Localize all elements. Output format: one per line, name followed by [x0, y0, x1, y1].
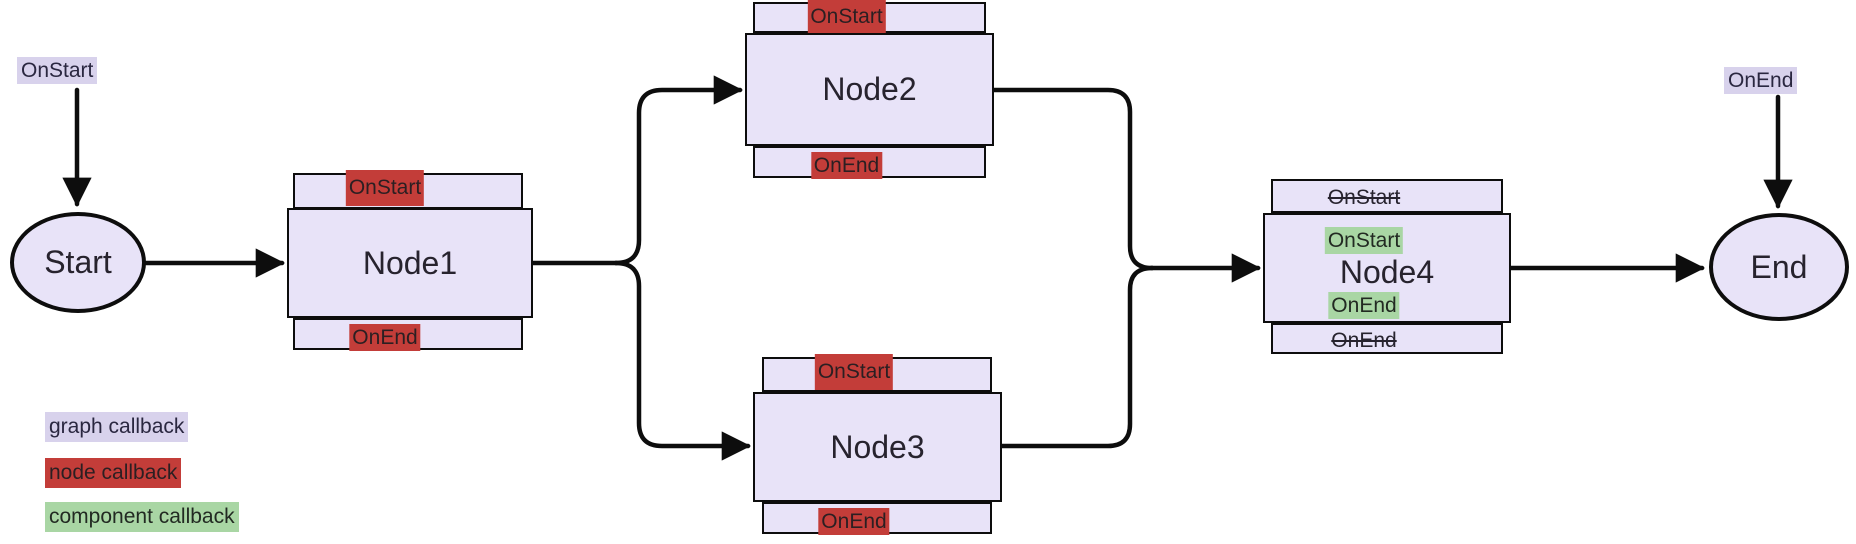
node3-label: Node3 — [830, 428, 925, 465]
start-node-label: Start — [44, 244, 112, 280]
graph-onstart-callback-label: OnStart — [17, 57, 98, 84]
node4-overridden-onstart-callback: OnStart — [1327, 186, 1401, 209]
node1-onstart-strip: OnStart — [293, 170, 523, 209]
node1-onend-strip: OnEnd — [293, 318, 523, 351]
edge-node2-to-merge — [991, 87, 1155, 271]
node1-label: Node1 — [362, 244, 458, 281]
legend-graph-callback: graph callback — [45, 412, 189, 442]
end-node: End — [1709, 213, 1849, 321]
node2-onstart-callback: OnStart — [807, 0, 886, 35]
node4-component-onstart-callback: OnStart — [1324, 227, 1404, 254]
node2-onend-callback: OnEnd — [810, 152, 883, 179]
legend-component-callback: component callback — [45, 502, 239, 532]
node2-onend-strip: OnEnd — [753, 146, 986, 179]
node3: Node3 — [753, 392, 1002, 502]
node4: OnStart Node4 OnEnd — [1263, 213, 1511, 323]
start-node: Start — [10, 212, 146, 313]
node1-onstart-callback: OnStart — [345, 170, 425, 206]
node4-component-onend-callback: OnEnd — [1328, 292, 1400, 319]
node4-label: Node4 — [1339, 254, 1435, 290]
node3-onend-callback: OnEnd — [818, 508, 890, 535]
edge-node3-to-merge — [999, 265, 1155, 449]
node2-label: Node2 — [822, 71, 917, 107]
node2-onstart-strip: OnStart — [753, 0, 986, 35]
graph-onend-callback-label: OnEnd — [1724, 67, 1798, 94]
node3-onstart-callback: OnStart — [814, 354, 894, 390]
node1: Node1 — [287, 208, 533, 318]
node1-onend-callback: OnEnd — [349, 324, 421, 351]
node4-onstart-strip: OnStart — [1271, 179, 1503, 213]
edge-fork-to-node3 — [613, 260, 751, 461]
node3-onend-strip: OnEnd — [762, 502, 992, 535]
node2: Node2 — [745, 33, 994, 146]
node4-onend-strip: OnEnd — [1271, 323, 1503, 354]
node3-onstart-strip: OnStart — [762, 354, 992, 392]
end-node-label: End — [1750, 248, 1808, 285]
legend-node-callback: node callback — [45, 458, 182, 488]
edge-fork-to-node2 — [613, 75, 743, 266]
node4-overridden-onend-callback: OnEnd — [1331, 329, 1397, 352]
